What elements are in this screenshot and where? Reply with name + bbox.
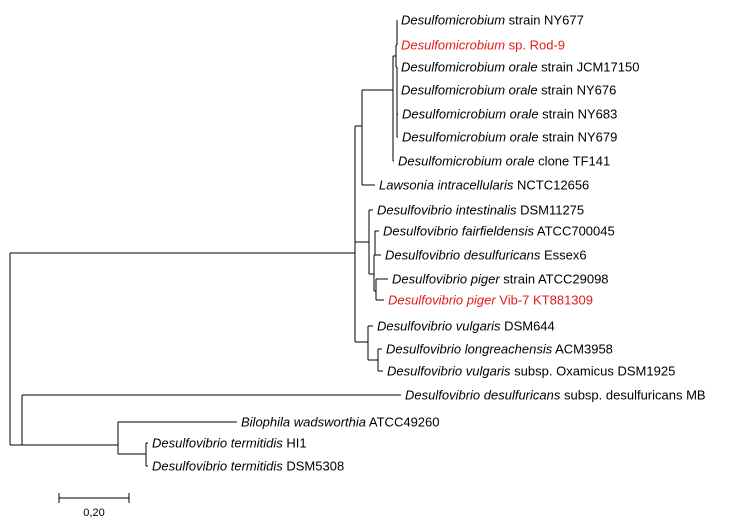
taxon-strain-name: DSM5308 (283, 459, 344, 474)
taxon-strain-name: ATCC700045 (534, 224, 615, 239)
taxon-species-name: Desulfovibrio vulgaris (387, 364, 511, 379)
taxon-species-name: Desulfovibrio termitidis (152, 459, 283, 474)
taxon-label: Desulfomicrobium orale strain JCM17150 (401, 60, 639, 75)
taxon-strain-name: clone TF141 (535, 154, 611, 169)
taxon-strain-name: Vib-7 KT881309 (496, 293, 593, 308)
scale-bar-label: 0,20 (83, 507, 104, 519)
taxon-label: Desulfomicrobium orale strain NY679 (402, 130, 617, 145)
taxon-strain-name: Essex6 (540, 248, 586, 263)
taxon-strain-name: subsp. Oxamicus DSM1925 (511, 364, 676, 379)
taxon-label: Bilophila wadsworthia ATCC49260 (241, 415, 439, 430)
taxon-label: Desulfovibrio intestinalis DSM11275 (377, 203, 584, 218)
tree-branches (9, 20, 401, 467)
taxon-label: Desulfomicrobium orale strain NY683 (402, 107, 617, 122)
taxon-species-name: Desulfomicrobium orale (401, 60, 538, 75)
taxon-species-name: Desulfovibrio desulfuricans (405, 388, 561, 403)
taxon-strain-name: DSM11275 (516, 203, 584, 218)
taxon-species-name: Desulfovibrio fairfieldensis (383, 224, 535, 239)
taxon-label: Desulfovibrio termitidis DSM5308 (152, 459, 344, 474)
taxon-species-name: Desulfovibrio longreachensis (386, 342, 553, 357)
taxon-label: Desulfovibrio desulfuricans Essex6 (385, 248, 587, 263)
taxon-species-name: Bilophila wadsworthia (241, 415, 366, 430)
taxon-label: Desulfomicrobium orale clone TF141 (398, 154, 610, 169)
taxon-strain-name: sp. Rod-9 (505, 38, 565, 53)
taxon-strain-name: NCTC12656 (513, 178, 589, 193)
taxon-label: Desulfovibrio desulfuricans subsp. desul… (405, 388, 706, 403)
taxon-label: Desulfomicrobium strain NY677 (401, 13, 584, 28)
taxon-label: Desulfomicrobium sp. Rod-9 (401, 38, 565, 53)
taxon-strain-name: strain JCM17150 (538, 60, 640, 75)
taxon-species-name: Desulfomicrobium orale (402, 107, 539, 122)
taxon-strain-name: strain NY676 (538, 83, 617, 98)
taxon-strain-name: subsp. desulfuricans MB (560, 388, 705, 403)
taxon-label: Desulfovibrio piger strain ATCC29098 (392, 272, 609, 287)
taxon-species-name: Desulfomicrobium (401, 38, 505, 53)
taxon-label: Desulfovibrio fairfieldensis ATCC700045 (383, 224, 615, 239)
scale-bar: 0,20 (58, 493, 130, 519)
taxon-label: Desulfovibrio piger Vib-7 KT881309 (388, 293, 593, 308)
taxon-species-name: Desulfovibrio piger (388, 293, 496, 308)
taxon-species-name: Lawsonia intracellularis (379, 178, 514, 193)
taxon-species-name: Desulfovibrio vulgaris (377, 319, 501, 334)
taxon-species-name: Desulfovibrio intestinalis (377, 203, 517, 218)
taxon-label: Desulfovibrio termitidis HI1 (152, 436, 307, 451)
taxon-strain-name: DSM644 (501, 319, 555, 334)
taxon-strain-name: ATCC49260 (366, 415, 439, 430)
taxon-strain-name: strain ATCC29098 (500, 272, 609, 287)
taxon-strain-name: strain NY679 (539, 130, 618, 145)
taxon-species-name: Desulfomicrobium orale (402, 130, 539, 145)
taxon-label: Desulfomicrobium orale strain NY676 (401, 83, 616, 98)
taxon-species-name: Desulfomicrobium (401, 13, 505, 28)
taxon-labels: Desulfomicrobium strain NY677Desulfomicr… (152, 13, 706, 474)
taxon-strain-name: ACM3958 (552, 342, 613, 357)
taxon-species-name: Desulfomicrobium orale (401, 83, 538, 98)
taxon-species-name: Desulfomicrobium orale (398, 154, 535, 169)
taxon-strain-name: HI1 (283, 436, 307, 451)
taxon-label: Desulfovibrio vulgaris subsp. Oxamicus D… (387, 364, 675, 379)
taxon-species-name: Desulfovibrio desulfuricans (385, 248, 541, 263)
taxon-strain-name: strain NY677 (505, 13, 584, 28)
taxon-label: Lawsonia intracellularis NCTC12656 (379, 178, 589, 193)
taxon-label: Desulfovibrio longreachensis ACM3958 (386, 342, 613, 357)
taxon-species-name: Desulfovibrio piger (392, 272, 500, 287)
taxon-species-name: Desulfovibrio termitidis (152, 436, 283, 451)
taxon-strain-name: strain NY683 (539, 107, 618, 122)
taxon-label: Desulfovibrio vulgaris DSM644 (377, 319, 555, 334)
